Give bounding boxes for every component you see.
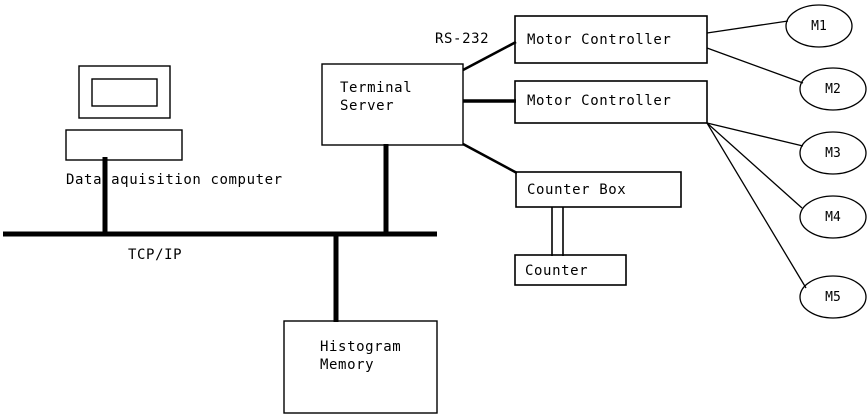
motor-ellipse-m5 bbox=[799, 275, 867, 319]
motor-controller-2-box bbox=[514, 80, 708, 124]
computer-monitor-outer bbox=[78, 65, 171, 119]
histogram-memory-label-line1: Histogram bbox=[320, 339, 402, 355]
computer-label: Data aquisition computer bbox=[66, 172, 283, 188]
histogram-memory-box bbox=[283, 320, 438, 414]
link-terminal-server-counter-box bbox=[462, 142, 518, 175]
link-terminal-server-motor-controller-1 bbox=[462, 40, 517, 72]
computer-monitor-screen bbox=[91, 78, 158, 107]
motor-controller-2-label: Motor Controller bbox=[527, 93, 672, 109]
link-motor-controller-2-m4 bbox=[706, 122, 803, 209]
motor-ellipse-m1 bbox=[785, 4, 853, 48]
computer-base-unit bbox=[65, 129, 183, 161]
link-motor-controller-2-m3 bbox=[706, 122, 804, 147]
link-motor-controller-1-m2 bbox=[706, 47, 804, 84]
motor-label-m5: M5 bbox=[825, 290, 841, 305]
motor-controller-1-label: Motor Controller bbox=[527, 32, 672, 48]
counter-box bbox=[514, 254, 627, 286]
counter-box-label: Counter Box bbox=[527, 182, 627, 198]
motor-ellipse-m2 bbox=[799, 67, 867, 111]
motor-ellipse-m3 bbox=[799, 131, 867, 175]
motor-controller-1-box bbox=[514, 15, 708, 64]
terminal-server-label-line1: Terminal bbox=[340, 80, 413, 96]
terminal-server-label-line2: Server bbox=[340, 98, 395, 114]
motor-ellipse-m4 bbox=[799, 195, 867, 239]
histogram-memory-label-line2: Memory bbox=[320, 357, 375, 373]
terminal-server-box bbox=[321, 63, 464, 146]
motor-label-m3: M3 bbox=[825, 146, 841, 161]
link-motor-controller-1-m1 bbox=[706, 20, 789, 34]
motor-label-m1: M1 bbox=[811, 19, 827, 34]
rs232-label: RS-232 bbox=[435, 31, 490, 47]
motor-label-m4: M4 bbox=[825, 210, 841, 225]
link-motor-controller-2-m5 bbox=[706, 122, 807, 289]
counter-box-box bbox=[515, 171, 682, 208]
tcpip-bus-label: TCP/IP bbox=[128, 247, 183, 263]
motor-label-m2: M2 bbox=[825, 82, 841, 97]
counter-label: Counter bbox=[525, 263, 589, 279]
